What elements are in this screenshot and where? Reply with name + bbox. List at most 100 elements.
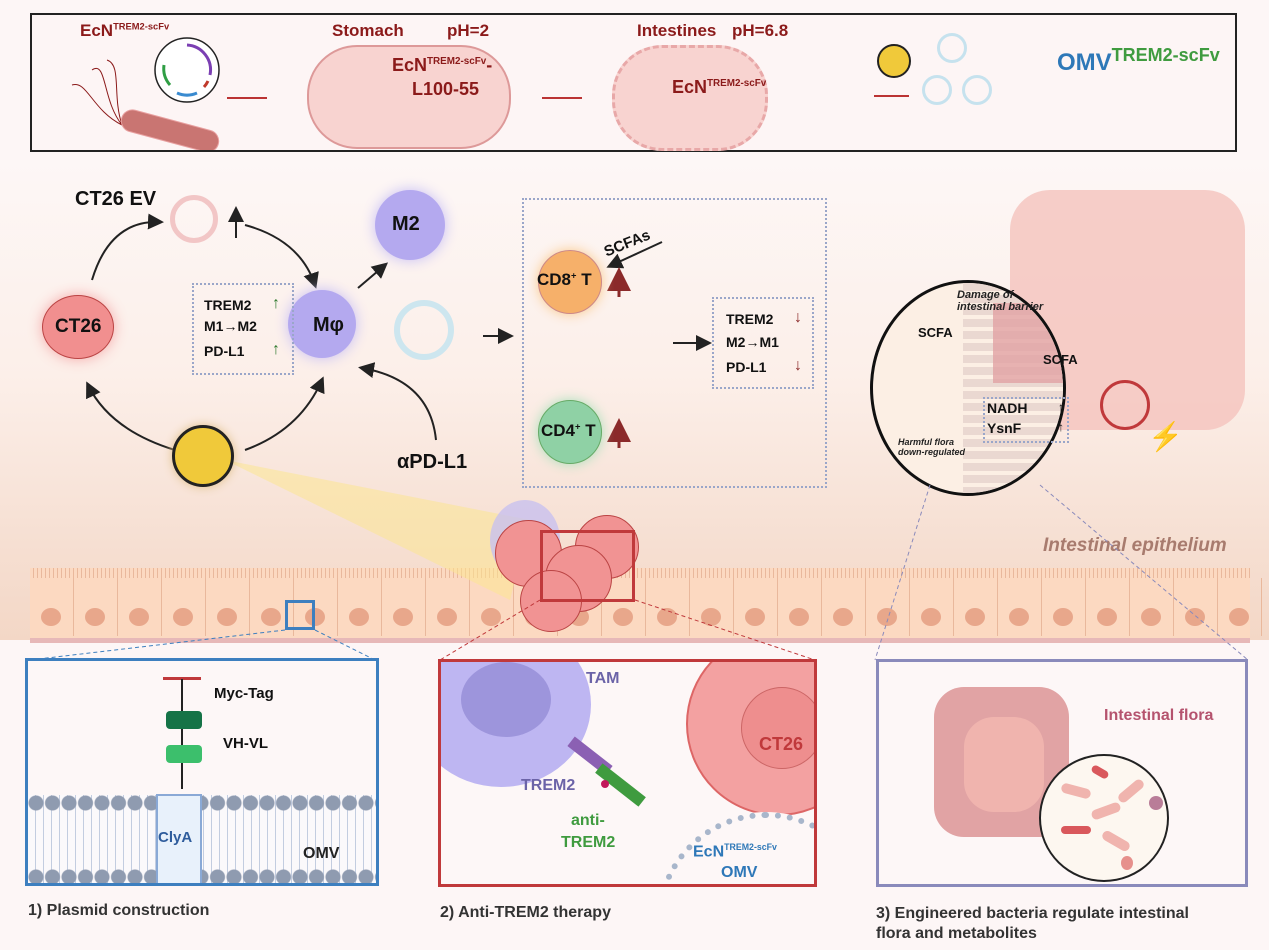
cell-nucleus [1009,608,1029,626]
scfa-left-label: SCFA [918,325,953,340]
cell-nucleus [965,608,985,626]
epithelial-cell [954,578,998,636]
radiation-icon [172,425,234,487]
ysnf-label: YsnF [987,420,1022,436]
top-panel: EcNTREM2-scFv Stomach pH=2 EcNTREM2-scFv… [30,13,1237,152]
epithelial-cell [1042,578,1086,636]
vh-domain [166,711,202,729]
pdl1-label: PD-L1 [726,359,767,375]
bacterium-icon [71,59,220,150]
omv-vesicle-icon [962,75,992,105]
epithelial-cell [734,578,778,636]
epithelial-cell [822,578,866,636]
clya-protein [156,794,202,883]
cd8-label: CD8+ T [537,270,592,289]
up-arrow-icon: ↑ [1058,400,1064,414]
stage1-label: EcNTREM2-scFv [80,21,170,40]
caption-panel3-line1: 3) Engineered bacteria regulate intestin… [876,905,1189,922]
m2-cell [375,190,445,260]
epithelial-cell [118,578,162,636]
epithelial-cell [30,578,74,636]
epithelial-cell [1086,578,1130,636]
right-marker-box: TREM2 ↓ M2→M1 PD-L1 ↓ [712,297,814,389]
epithelial-cell [470,578,514,636]
panel-anti-trem2: TAM CT26 TREM2 anti- TREM2 EcNTREM2-scFv… [438,659,817,887]
trem2-label: TREM2 [521,777,576,794]
cd8-cell [538,250,602,314]
m1-m2-label: M1→M2 [204,318,257,334]
cell-nucleus [745,608,765,626]
epithelial-cell [206,578,250,636]
cell-nucleus [305,608,325,626]
cell-nucleus [1097,608,1117,626]
anti-label-2: TREM2 [561,834,616,851]
arrow-1 [227,97,267,99]
left-marker-box: TREM2 ↑ M1→M2 PD-L1 ↑ [192,283,294,375]
clya-label: ClyA [158,829,193,846]
epithelial-cell [1130,578,1174,636]
tumor-highlight-circle [1100,380,1150,430]
stomach-ph: pH=2 [447,21,490,40]
cell-nucleus [877,608,897,626]
m2-label: M2 [392,213,420,235]
epithelial-cell [426,578,470,636]
damage-label: Damage of intestinal barrier [957,289,1044,313]
cell-nucleus [393,608,413,626]
cd4-label: CD4+ T [541,421,596,440]
intestinal-epithelium [30,568,1262,643]
epithelial-cell [1218,578,1262,636]
epithelial-cell [74,578,118,636]
epithelial-cell [910,578,954,636]
cell-nucleus [173,608,193,626]
myc-tag-bar [163,677,201,680]
macrophage-cell [288,290,356,358]
caption-panel3-line2: flora and metabolites [876,925,1037,942]
intestine-capsule [612,45,768,151]
epithelial-cell [866,578,910,636]
caption-panel3: 3) Engineered bacteria regulate intestin… [876,904,1189,944]
epithelial-cell [690,578,734,636]
macrophage-label: Mφ [313,314,344,336]
cd4-cell [538,400,602,464]
lipid-bilayer [28,795,376,883]
down-arrow-icon: ↓ [794,357,802,374]
t-cell-box [522,198,827,488]
caption-panel2: 2) Anti-TREM2 therapy [440,904,611,921]
omv-highlight-box [285,600,315,630]
cell-nucleus [1141,608,1161,626]
cell-nucleus [613,608,633,626]
omv-vesicle-icon [937,33,967,63]
panel-plasmid-construction: Myc-Tag VH-VL ClyA OMV [25,658,379,886]
trem2-label: TREM2 [726,311,774,327]
vh-vl-label: VH-VL [223,735,268,752]
flora-zoom-circle [1039,754,1169,882]
cell-nucleus [1229,608,1249,626]
harmful-flora-label: Harmful flora down-regulated [898,437,965,457]
cell-nucleus [85,608,105,626]
tam-label: TAM [586,670,620,687]
omv-label: OMV [721,864,758,881]
epithelial-cell [998,578,1042,636]
arrow-2 [542,97,582,99]
ct26-label: CT26 [55,316,102,337]
cell-nucleus [41,608,61,626]
cell-nucleus [921,608,941,626]
ct26-cell [42,295,114,359]
anti-label-1: anti- [571,812,605,829]
epithelial-cell [778,578,822,636]
cell-nucleus [833,608,853,626]
arrow-3 [874,95,909,97]
ct26-ev-label: CT26 EV [75,188,157,210]
epithelial-cell [162,578,206,636]
radiation-icon [877,44,911,78]
stomach-ecn-label: EcNTREM2-scFv- [392,55,493,75]
cell-nucleus [129,608,149,626]
omv-vesicle-icon [922,75,952,105]
epithelial-cell [382,578,426,636]
myc-tag-label: Myc-Tag [214,685,274,702]
cell-nucleus [349,608,369,626]
panel-intestinal-flora: Intestinal flora [876,659,1248,887]
